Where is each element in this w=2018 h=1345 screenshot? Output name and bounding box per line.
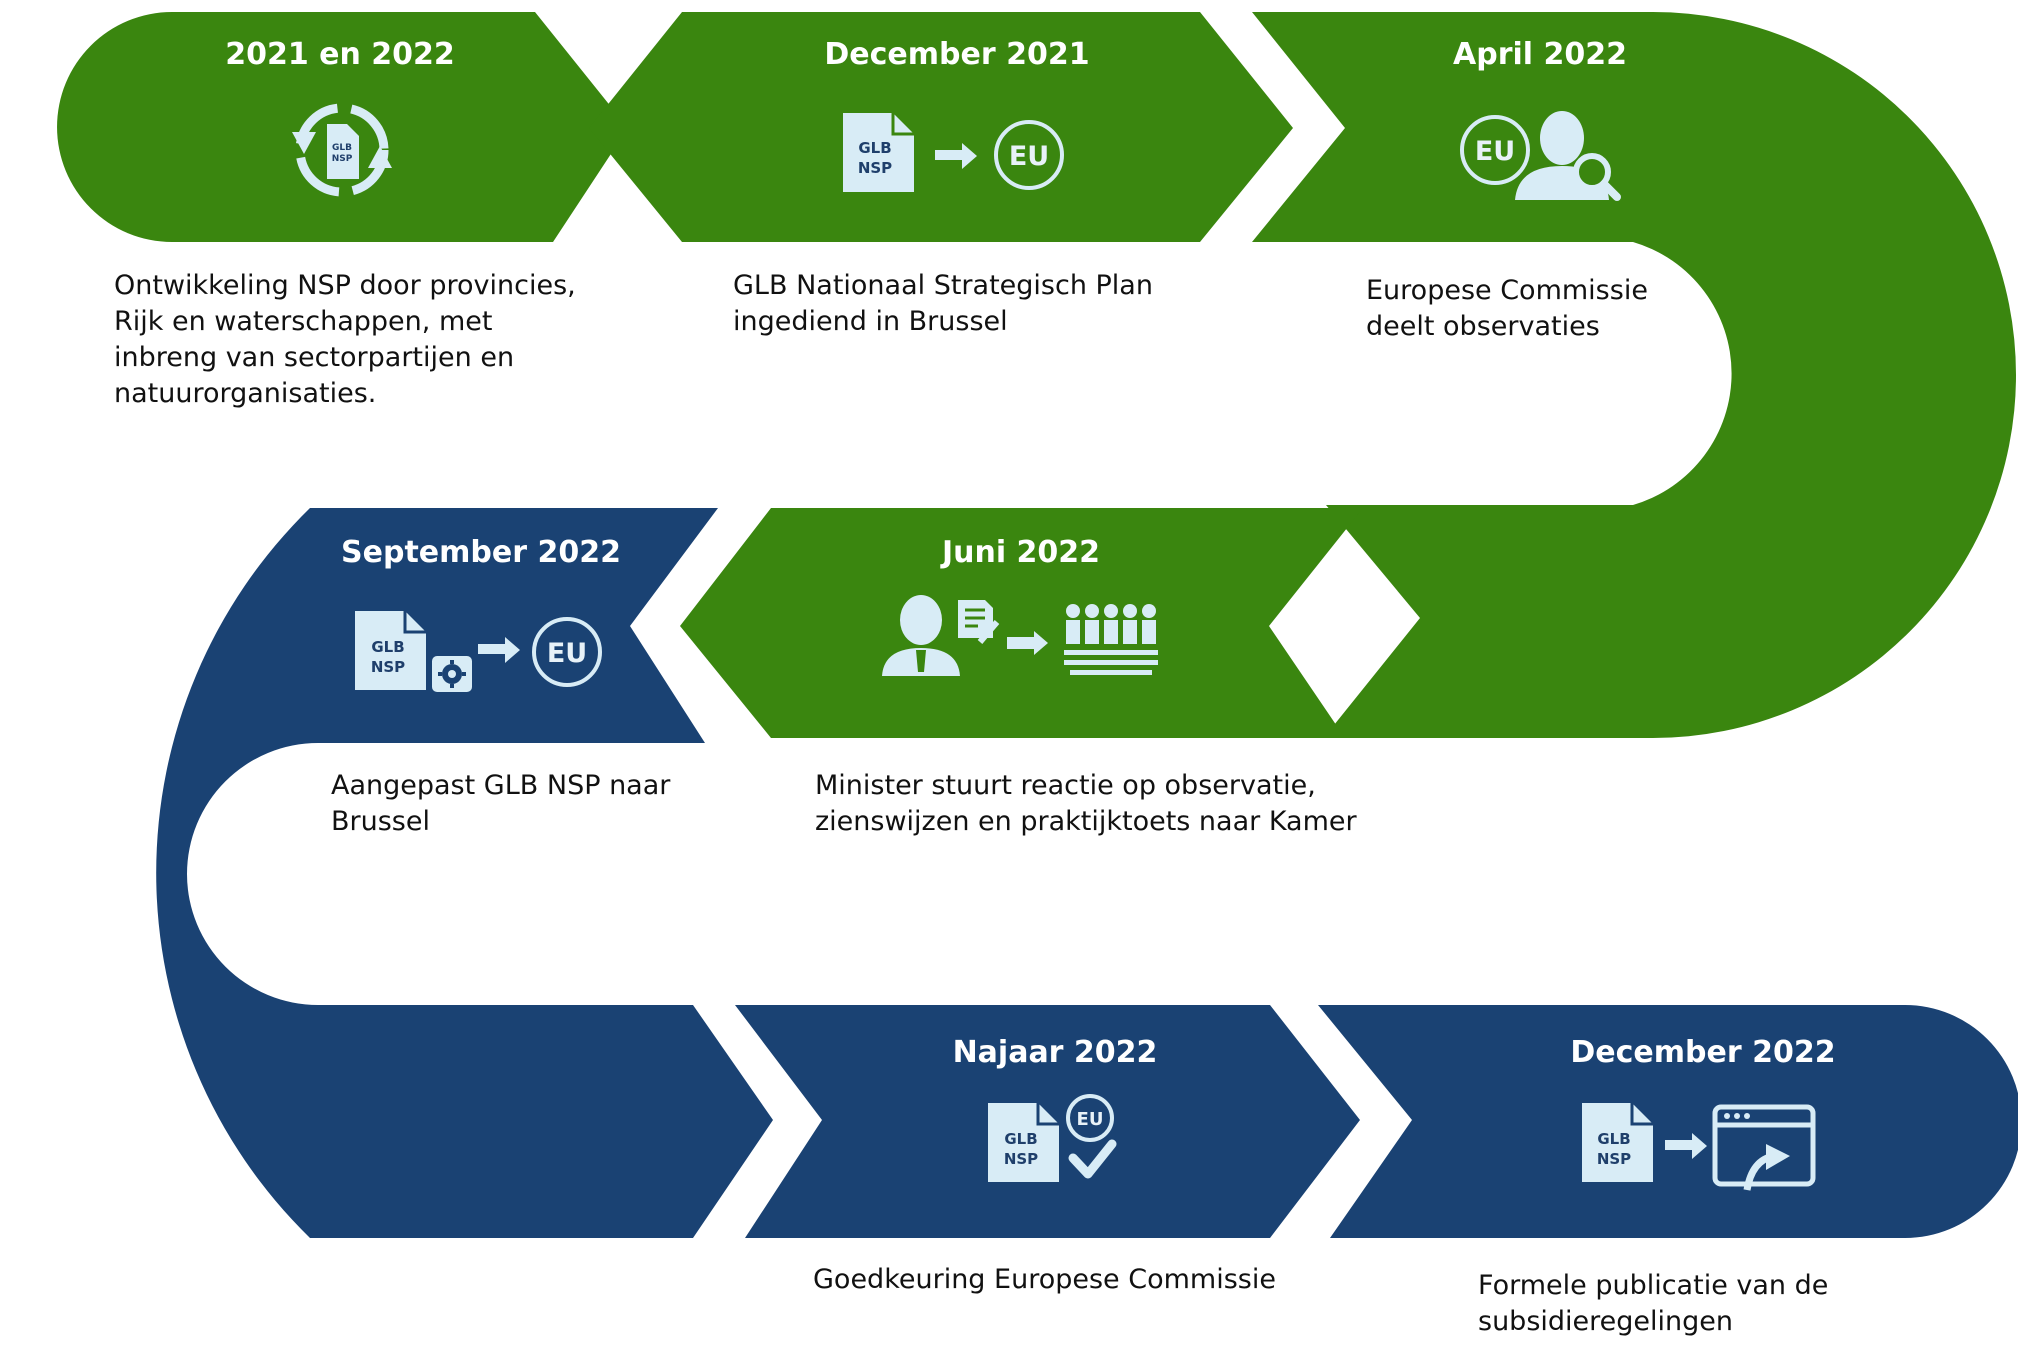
svg-text:NSP: NSP	[1004, 1150, 1038, 1168]
step-shape-juni-2022	[680, 508, 1363, 738]
document-to-eu-icon: GLB NSP EU	[843, 113, 1064, 192]
step-title: December 2022	[1570, 1035, 1835, 1070]
step-shape-september-2022-bend	[156, 508, 773, 1238]
step-title: Najaar 2022	[953, 1035, 1158, 1070]
svg-text:GLB: GLB	[1004, 1130, 1037, 1148]
svg-text:EU: EU	[1077, 1109, 1104, 1130]
browser-window-icon	[1712, 1104, 1816, 1191]
step-description-december-2021: GLB Nationaal Strategisch Plan ingediend…	[733, 270, 1153, 337]
step-description-2021-2022: Ontwikkeling NSP door provincies, Rijk e…	[114, 270, 576, 409]
svg-text:GLB: GLB	[332, 143, 352, 153]
document-eu-approved-icon: GLB NSP EU	[988, 1094, 1117, 1182]
svg-text:GLB: GLB	[1597, 1130, 1630, 1148]
svg-text:GLB: GLB	[371, 638, 404, 656]
step-title: December 2021	[824, 37, 1089, 72]
step-shape-december-2021	[589, 12, 1293, 242]
step-title: April 2022	[1453, 37, 1627, 72]
svg-text:GLB: GLB	[858, 139, 891, 157]
document-to-publication-icon: GLB NSP	[1582, 1103, 1816, 1191]
step-description-april-2022: Europese Commissie deelt observaties	[1366, 275, 1648, 342]
step-title: Juni 2022	[940, 535, 1100, 570]
minister-to-parliament-icon	[882, 595, 1158, 676]
svg-text:EU: EU	[1009, 141, 1049, 172]
document-refresh-icon: GLB NSP	[292, 103, 392, 197]
step-title: September 2022	[341, 535, 621, 570]
step-shape-december-2022	[1318, 1005, 2018, 1238]
step-title: 2021 en 2022	[225, 37, 455, 72]
svg-text:EU: EU	[1475, 136, 1515, 167]
svg-text:NSP: NSP	[1597, 1150, 1631, 1168]
step-shape-april-2022-bend	[1252, 12, 2016, 738]
svg-text:NSP: NSP	[371, 658, 405, 676]
step-description-juni-2022: Minister stuurt reactie op observatie, z…	[815, 770, 1357, 837]
svg-text:NSP: NSP	[858, 159, 892, 177]
gear-icon	[432, 656, 472, 692]
step-description-december-2022: Formele publicatie van de subsidieregeli…	[1478, 1270, 1829, 1337]
checkmark-icon	[1068, 1139, 1117, 1179]
parliament-people-icon	[1064, 604, 1158, 675]
step-description-september-2022: Aangepast GLB NSP naar Brussel	[331, 770, 671, 837]
svg-text:EU: EU	[547, 638, 587, 669]
eu-person-search-icon: EU	[1460, 111, 1621, 201]
document-settings-to-eu-icon: GLB NSP EU	[355, 611, 602, 692]
step-description-najaar-2022: Goedkeuring Europese Commissie	[813, 1264, 1276, 1295]
svg-text:NSP: NSP	[332, 154, 353, 164]
